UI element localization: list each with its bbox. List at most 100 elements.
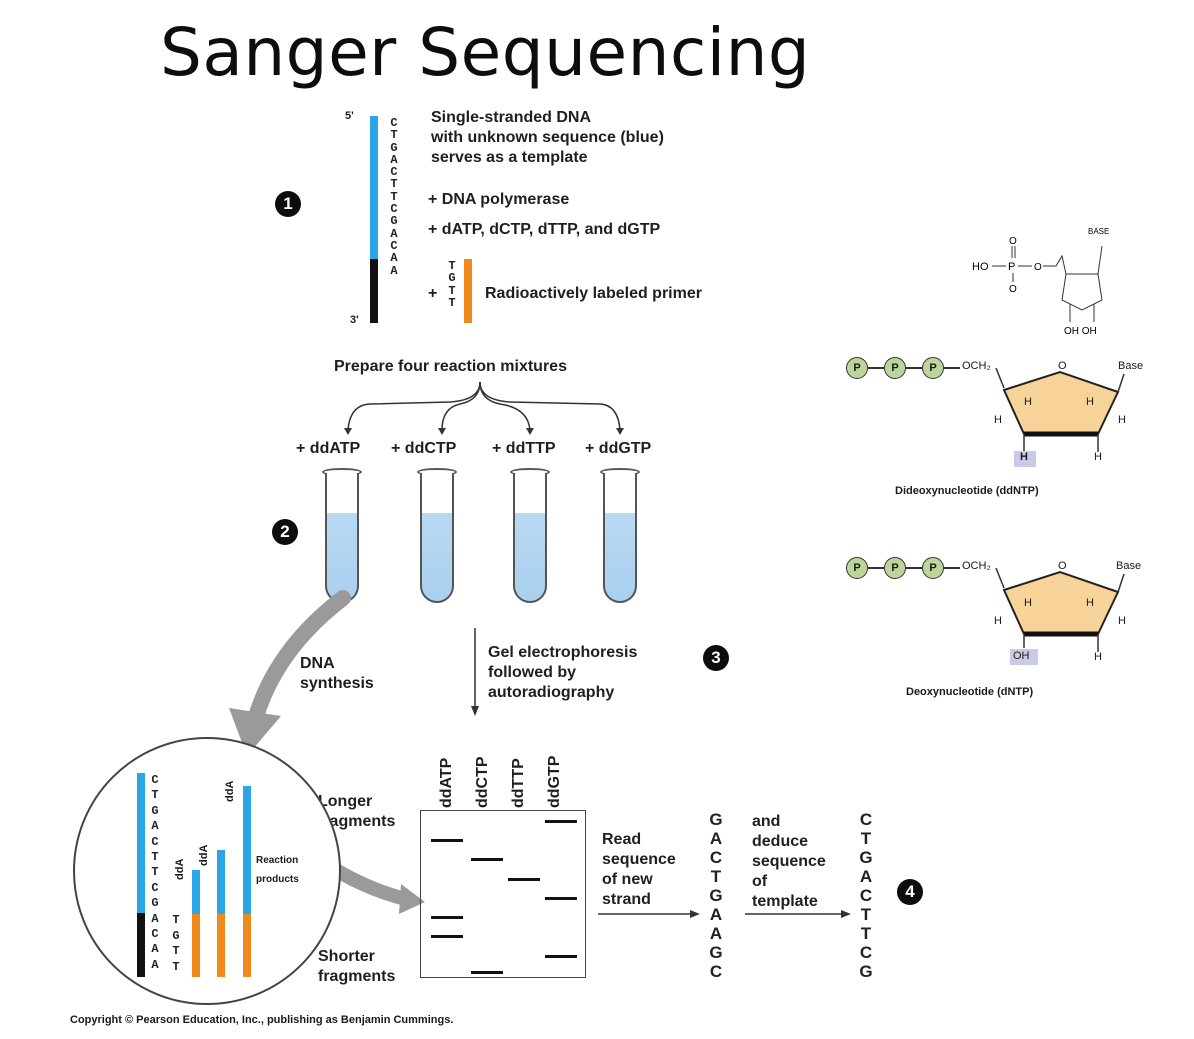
top-oh: OH OH xyxy=(1064,326,1097,337)
lane-label-ddgtp: ddGTP xyxy=(546,755,563,808)
circle-template-black xyxy=(137,913,145,977)
product-2-dda: ddA xyxy=(198,844,210,866)
template-text-1: Single-stranded DNA xyxy=(431,109,592,126)
phosphate-3-d: P xyxy=(922,557,944,579)
tube-label-ddgtp: + ddGTP xyxy=(585,440,652,457)
top-o3: O xyxy=(1034,262,1042,273)
three-prime-label: 3' xyxy=(350,314,359,326)
top-p: P xyxy=(1008,261,1015,273)
gel-band xyxy=(545,897,577,900)
product-3-orange xyxy=(243,914,251,977)
h-dd-2: H xyxy=(1086,396,1094,408)
deduce-text-4: of xyxy=(752,873,768,890)
primer-strand xyxy=(464,259,472,323)
och2-d: OCH₂ xyxy=(962,560,991,572)
h-dd-3: H xyxy=(994,414,1002,426)
circle-template-blue xyxy=(137,773,145,913)
bond xyxy=(868,367,884,369)
synthesis-text-1: DNA xyxy=(300,655,335,672)
gel-arrow xyxy=(471,628,479,716)
step-2-badge: 2 xyxy=(272,519,298,545)
h-d-3: H xyxy=(994,615,1002,627)
reaction-text-1: Reaction xyxy=(256,855,299,866)
gel-text-2: followed by xyxy=(488,664,576,681)
gel-band xyxy=(471,971,503,974)
phosphate-1-dd: P xyxy=(846,357,868,379)
lane-label-ddctp: ddCTP xyxy=(474,756,491,808)
h-d-5: H xyxy=(1094,651,1102,663)
template-text-2: with unknown sequence (blue) xyxy=(431,129,664,146)
ddntp-label: Dideoxynucleotide (ddNTP) xyxy=(895,485,1039,497)
deduce-arrow xyxy=(745,910,851,918)
tube-label-ddttp: + ddTTP xyxy=(492,440,556,457)
phosphate-1-d: P xyxy=(846,557,868,579)
deduce-text-5: template xyxy=(752,893,818,910)
gel-text-3: autoradiography xyxy=(488,684,615,701)
gel-band xyxy=(431,935,463,938)
product-3-dda: ddA xyxy=(224,780,236,802)
tube-ddttp xyxy=(510,468,550,603)
och2-dd: OCH₂ xyxy=(962,360,991,372)
gel-box xyxy=(420,810,586,978)
product-3-blue xyxy=(243,786,251,914)
polymerase-text: + DNA polymerase xyxy=(428,191,570,208)
dntp-label: Deoxynucleotide (dNTP) xyxy=(906,686,1034,698)
gel-band xyxy=(431,839,463,842)
read-text-1: Read xyxy=(602,831,642,848)
primer-sequence: TGTT xyxy=(448,259,456,310)
shorter-text-2: fragments xyxy=(318,968,396,985)
read-arrow xyxy=(598,910,700,918)
gel-band xyxy=(431,916,463,919)
deduce-text-2: deduce xyxy=(752,833,809,850)
read-text-4: strand xyxy=(602,891,651,908)
top-base: BASE xyxy=(1088,227,1109,236)
product-1-orange xyxy=(192,914,200,977)
deduce-text-1: and xyxy=(752,813,781,830)
h-d-2: H xyxy=(1086,597,1094,609)
bond xyxy=(906,367,922,369)
primer-label: Radioactively labeled primer xyxy=(485,285,702,302)
lane-label-ddatp: ddATP xyxy=(438,757,455,808)
step-1-badge: 1 xyxy=(275,191,301,217)
template-sequence: CTGACTTCGACAA xyxy=(390,116,398,278)
new-strand-sequence: GACTGAAGC xyxy=(709,810,723,981)
h-dd-4: H xyxy=(1118,414,1126,426)
template-result-sequence: CTGACTTCG xyxy=(859,810,873,981)
phosphate-2-dd: P xyxy=(884,357,906,379)
tube-label-ddatp: + ddATP xyxy=(296,440,361,457)
step-3-badge: 3 xyxy=(703,645,729,671)
reaction-text-2: products xyxy=(256,874,299,885)
bond xyxy=(906,567,922,569)
five-prime-label: 5' xyxy=(345,110,354,122)
top-ho: HO xyxy=(972,261,989,273)
step-4-badge: 4 xyxy=(897,879,923,905)
deduce-text-3: sequence xyxy=(752,853,826,870)
circle-template-sequence: CTGACTTCGACAA xyxy=(151,773,159,972)
template-strand-blue xyxy=(370,116,378,259)
reaction-products-circle xyxy=(73,737,341,1005)
ring-o-dd: O xyxy=(1058,360,1067,372)
h-dd-1: H xyxy=(1024,396,1032,408)
lane-label-ddttp: ddTTP xyxy=(510,758,527,808)
synthesis-text-2: synthesis xyxy=(300,675,374,692)
tube-ddatp xyxy=(322,468,362,603)
read-text-2: sequence xyxy=(602,851,676,868)
copyright: Copyright © Pearson Education, Inc., pub… xyxy=(70,1014,454,1026)
product-1-dda: ddA xyxy=(174,858,186,880)
dntp-text: + dATP, dCTP, dTTP, and dGTP xyxy=(428,221,661,238)
nucleotide-structure-small: HO P O O O BASE OH OH xyxy=(972,227,1109,337)
shorter-text-1: Shorter xyxy=(318,948,375,965)
product-2-blue xyxy=(217,850,225,914)
phosphate-2-d: P xyxy=(884,557,906,579)
primer-plus: + xyxy=(428,285,438,302)
tube-ddctp xyxy=(417,468,457,603)
h-dd-5: H xyxy=(1094,451,1102,463)
product-2-orange xyxy=(217,914,225,977)
gel-band xyxy=(545,820,577,823)
page-title: Sanger Sequencing xyxy=(160,14,811,91)
read-text-3: of new xyxy=(602,871,653,888)
base-dd: Base xyxy=(1118,360,1144,372)
product-1-blue xyxy=(192,870,200,914)
bond xyxy=(944,567,960,569)
top-o1: O xyxy=(1009,236,1017,247)
